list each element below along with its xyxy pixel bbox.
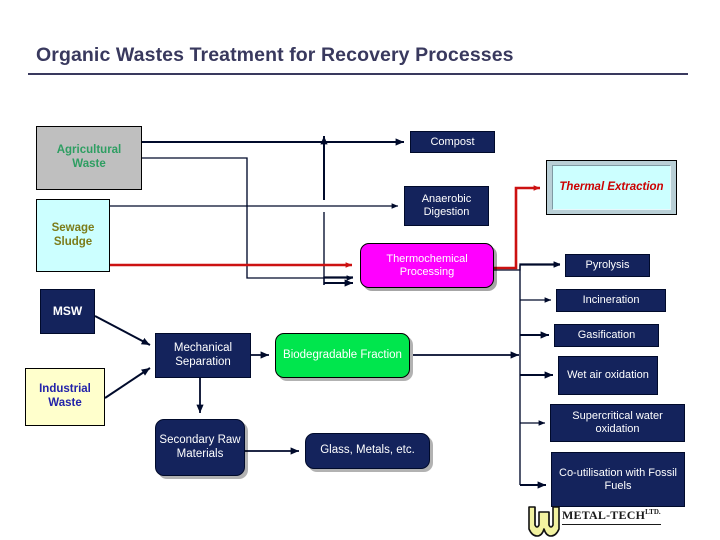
node-label: Gasification: [577, 329, 636, 342]
node-label: Compost: [430, 135, 475, 148]
node-pyrolysis[interactable]: Pyrolysis: [565, 254, 650, 277]
node-label: Thermochemical Processing: [386, 252, 468, 278]
node-label: Incineration: [582, 294, 640, 307]
node-msw[interactable]: MSW: [40, 289, 95, 334]
node-label: Pyrolysis: [585, 259, 630, 272]
node-agricultural-waste[interactable]: Agricultural Waste: [36, 126, 142, 190]
node-label: Mechanical Separation: [173, 341, 233, 368]
title-underline: [28, 73, 688, 75]
node-industrial-waste[interactable]: Industrial Waste: [25, 368, 105, 426]
node-biodegradable-fraction[interactable]: Biodegradable Fraction: [275, 333, 410, 378]
node-glass-metals[interactable]: Glass, Metals, etc.: [305, 433, 430, 469]
node-label: Agricultural Waste: [56, 144, 122, 170]
node-label: Glass, Metals, etc.: [320, 444, 415, 457]
node-label: Thermal Extraction: [552, 165, 671, 210]
node-anaerobic-digestion[interactable]: Anaerobic Digestion: [404, 186, 489, 226]
node-label: Co-utilisation with Fossil Fuels: [559, 466, 677, 492]
node-gasification[interactable]: Gasification: [554, 324, 659, 347]
node-label: MSW: [52, 304, 83, 319]
logo-name: METAL-TECH: [562, 508, 646, 522]
node-secondary-raw-materials[interactable]: Secondary Raw Materials: [155, 419, 245, 476]
node-co-utilisation-fossil-fuels[interactable]: Co-utilisation with Fossil Fuels: [551, 452, 685, 507]
node-label: Supercritical water oxidation: [572, 410, 663, 435]
node-label: Wet air oxidation: [567, 369, 649, 382]
node-wet-air-oxidation[interactable]: Wet air oxidation: [558, 356, 658, 395]
logo-wordmark: METAL-TECHLTD.: [562, 508, 661, 525]
node-label: Secondary Raw Materials: [159, 433, 241, 460]
logo-suffix: LTD.: [645, 508, 661, 516]
node-label: Industrial Waste: [39, 383, 91, 409]
node-compost[interactable]: Compost: [410, 131, 495, 153]
node-incineration[interactable]: Incineration: [556, 289, 666, 312]
node-label: Biodegradable Fraction: [283, 348, 402, 361]
page-title: Organic Wastes Treatment for Recovery Pr…: [36, 44, 514, 66]
node-thermochemical-processing[interactable]: Thermochemical Processing: [360, 243, 494, 288]
node-label: Sewage Sludge: [51, 221, 95, 248]
node-sewage-sludge[interactable]: Sewage Sludge: [36, 199, 110, 272]
node-thermal-extraction[interactable]: Thermal Extraction: [546, 160, 677, 215]
node-label: Anaerobic Digestion: [421, 193, 472, 218]
node-mechanical-separation[interactable]: Mechanical Separation: [155, 333, 251, 378]
metal-tech-m-emblem: [528, 506, 560, 537]
node-supercritical-water-oxidation[interactable]: Supercritical water oxidation: [550, 404, 685, 442]
